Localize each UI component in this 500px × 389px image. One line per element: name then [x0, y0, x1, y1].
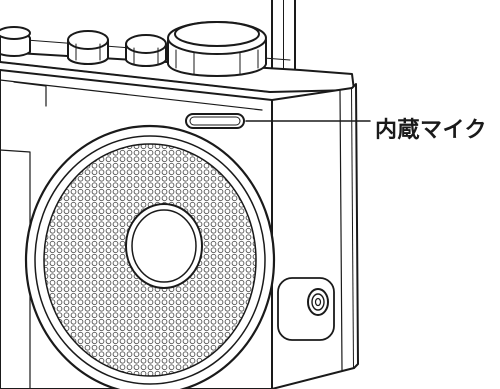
- builtin-mic-slot: [185, 113, 245, 129]
- side-panel: [271, 83, 359, 389]
- antenna: [271, 0, 296, 73]
- builtin-mic-label: 内蔵マイク: [375, 118, 488, 143]
- knob-2: [125, 34, 167, 67]
- speaker-center-cap: [125, 203, 203, 289]
- side-jack: [277, 277, 335, 341]
- knob-1: [67, 30, 109, 65]
- left-knob: [0, 26, 31, 57]
- large-dial: [167, 21, 267, 77]
